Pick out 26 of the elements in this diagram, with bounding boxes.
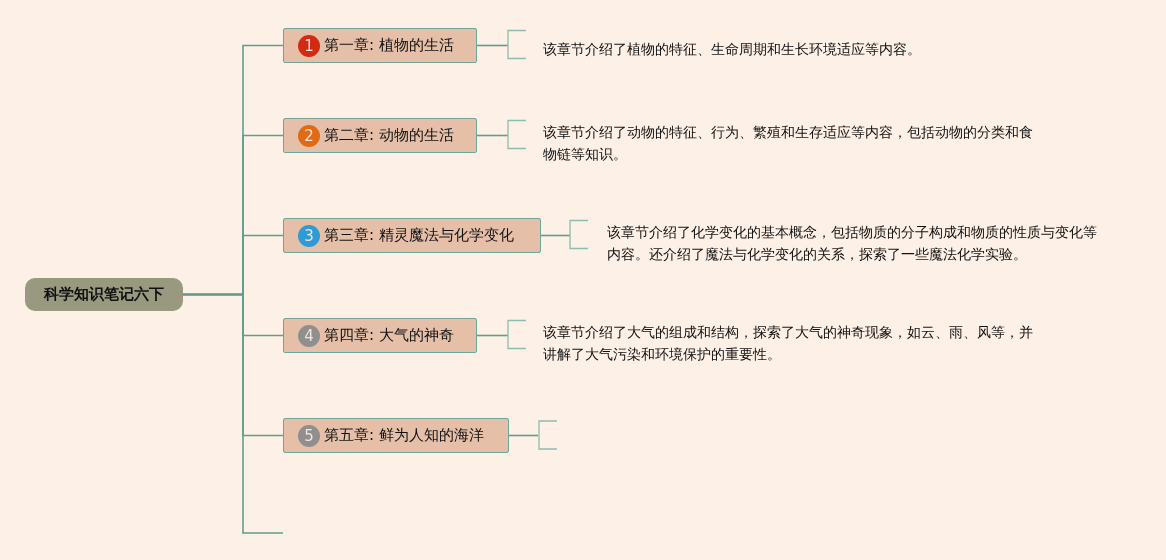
chapter-box xyxy=(283,218,541,253)
number-badge: 2 xyxy=(298,124,320,147)
description-text: 该章节介绍了大气的组成和结构，探索了大气的神奇现象，如云、雨、风等，并讲解了大气污染和环境保护的重要性。 xyxy=(543,323,1034,364)
chapter-title: 第一章: 植物的生活 xyxy=(324,36,454,55)
number-badge: 5 xyxy=(298,424,320,447)
chapter-box xyxy=(283,318,477,353)
description-text: 该章节介绍了植物的特征、生命周期和生长环境适应等内容。 xyxy=(543,40,922,59)
connector-line xyxy=(182,293,284,534)
chapter-title: 第三章: 精灵魔法与化学变化 xyxy=(324,226,514,245)
connector-line xyxy=(476,44,509,47)
root-topic: 科学知识笔记六下 xyxy=(25,278,183,311)
number-badge: 1 xyxy=(298,34,320,57)
description-text: 该章节介绍了化学变化的基本概念，包括物质的分子构成和物质的性质与变化等内容。还介绍了魔法与化学变化的关系，探索了一些魔法化学实验。 xyxy=(607,223,1098,264)
chapter-title: 第五章: 鲜为人知的海洋 xyxy=(324,426,484,445)
chapter-box xyxy=(283,118,477,153)
chapter-box xyxy=(283,28,477,63)
connector-line xyxy=(540,234,571,237)
description-text: 该章节介绍了动物的特征、行为、繁殖和生存适应等内容，包括动物的分类和食物链等知识。 xyxy=(543,123,1034,164)
chapter-title: 第四章: 大气的神奇 xyxy=(324,326,454,345)
number-badge: 4 xyxy=(298,324,320,347)
connector-line xyxy=(476,134,509,137)
chapter-title: 第二章: 动物的生活 xyxy=(324,126,454,145)
connector-line xyxy=(508,434,539,437)
connector-line xyxy=(476,334,509,337)
chapter-box xyxy=(283,418,509,453)
number-badge: 3 xyxy=(298,224,320,247)
